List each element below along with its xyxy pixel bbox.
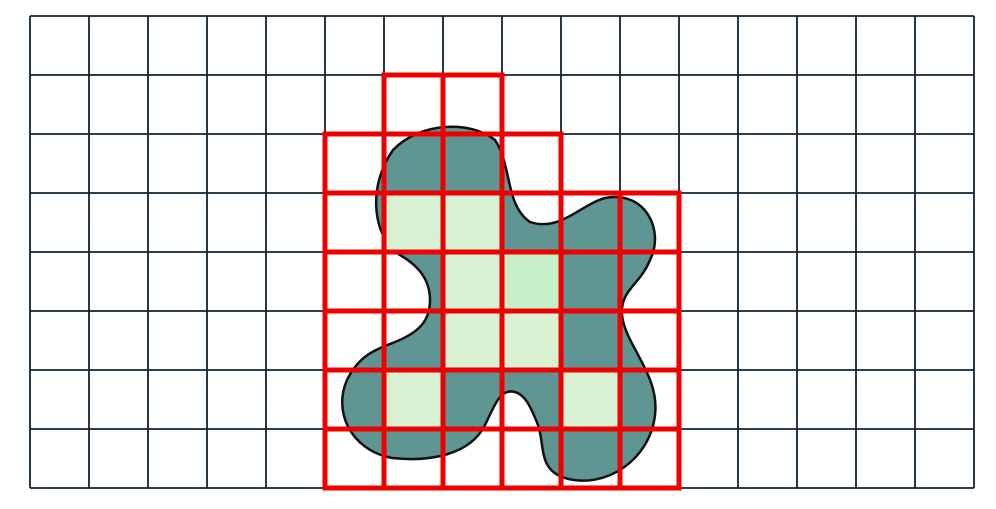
inside-cell [385, 371, 442, 428]
grid [29, 15, 975, 489]
inside-cell [562, 371, 619, 428]
inside-cell [444, 253, 501, 310]
covering-cells [322, 72, 682, 491]
covering-cell [381, 72, 446, 137]
covering-cell [440, 72, 505, 137]
covering-cell [617, 426, 682, 491]
inside-cell [503, 253, 560, 310]
inside-cell [444, 312, 501, 369]
inside-cell [444, 194, 501, 251]
inside-cells [385, 194, 619, 428]
covering-cell [322, 131, 387, 196]
inside-cell [385, 194, 442, 251]
covering-cell [322, 249, 387, 314]
inside-cell [503, 312, 560, 369]
